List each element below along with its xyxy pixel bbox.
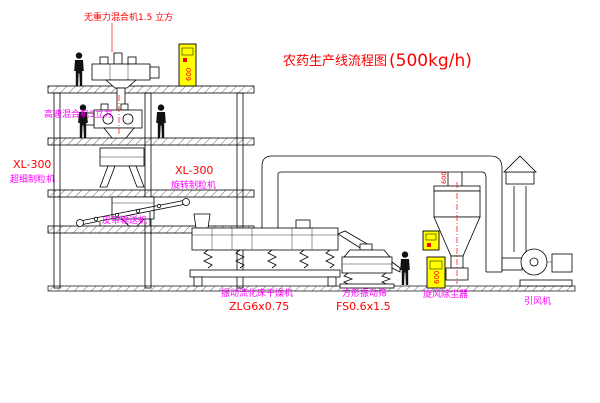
label-granulator-center-name: 旋转制粒机 <box>171 179 216 191</box>
label-dryer-name: 振动流化床干燥机 <box>221 287 293 299</box>
label-high-speed-mixer: 高速混合机3立方 <box>44 108 113 120</box>
building-frame <box>47 85 255 289</box>
cyclone-separator <box>433 182 481 284</box>
drawing-title: 农药生产线流程图 <box>283 54 387 69</box>
label-cyclone: 旋风除尘器 <box>423 288 468 300</box>
label-granulator-left-name: 超细制粒机 <box>10 173 55 185</box>
cabinet-mark-text: 600 <box>185 68 193 81</box>
label-belt-conveyor: 皮带输送机 <box>102 214 147 226</box>
label-top-mixer: 无重力混合机1.5 立方 <box>84 11 173 23</box>
exhaust-duct: 600 <box>261 155 523 273</box>
label-granulator-center-model: XL-300 <box>175 164 213 177</box>
belt-conveyor <box>76 198 190 227</box>
ground-line <box>47 285 576 292</box>
control-cabinet-roof: 600 <box>178 43 197 87</box>
induced-draft-fan <box>519 248 573 287</box>
exhaust-stack <box>503 155 537 252</box>
fluid-bed-dryer <box>189 213 341 287</box>
high-speed-mixer <box>83 95 143 139</box>
worker-figure-roof <box>74 52 84 86</box>
label-screen-name: 方形振动筛 <box>342 287 387 299</box>
label-screen-model: FS0.6x1.5 <box>336 300 391 313</box>
label-fan: 引风机 <box>524 295 551 307</box>
worker-figure-ground <box>400 251 410 285</box>
label-granulator-left-model: XL-300 <box>13 158 51 171</box>
granulator-unit <box>99 147 145 188</box>
worker-figure-floor2-right <box>156 104 166 138</box>
control-cabinet-upper <box>422 230 440 251</box>
label-dryer-model: ZLG6x0.75 <box>229 300 289 313</box>
drawing-title-capacity: (500kg/h) <box>389 51 472 71</box>
rotary-granulator <box>111 196 155 227</box>
gravity-free-mixer <box>91 23 160 111</box>
control-cabinet-lower: 600 <box>426 256 446 289</box>
cabinet-mark-text-2: 600 <box>433 271 441 284</box>
duct-size-text: 600 <box>440 172 448 184</box>
vibrating-screen <box>337 230 401 289</box>
